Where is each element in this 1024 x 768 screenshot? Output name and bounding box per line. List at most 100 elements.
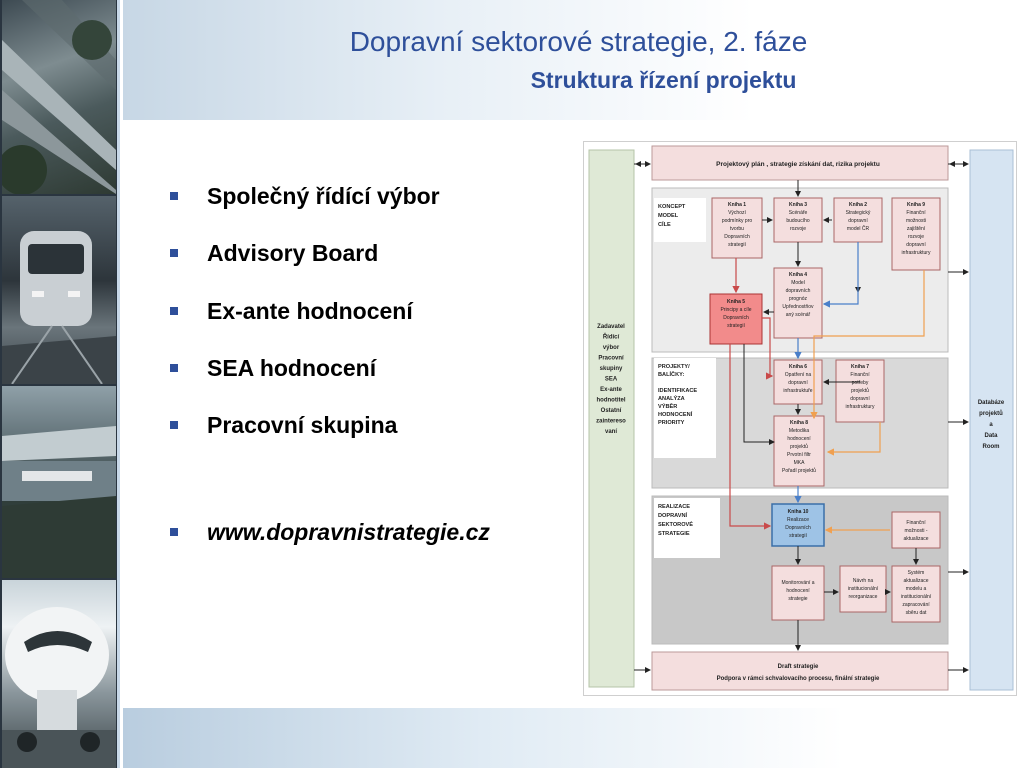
bullet-square-icon	[170, 249, 178, 257]
kniha-8-text: Prvotní filtr	[787, 452, 811, 458]
kniha-8-text: Metodika	[789, 428, 810, 434]
section-label-koncept: MODEL	[658, 213, 679, 219]
kniha-4-text: aný scénář	[786, 312, 811, 318]
kniha-3-text: rozvoje	[790, 226, 806, 232]
box-kniha-9	[891, 197, 941, 271]
project-structure-diagram: Projektový plán , strategie získání dat,…	[583, 141, 1017, 696]
database-label: Room	[983, 444, 1000, 450]
financni-text: možnosti -	[904, 528, 927, 534]
box-navrh-reorganizace	[839, 565, 887, 613]
photo-train	[2, 196, 116, 384]
system-text: sběru dat	[906, 610, 927, 616]
database-column	[969, 149, 1014, 691]
label-box-projekty	[654, 358, 716, 458]
header-band	[123, 0, 1024, 120]
bullet-text: Advisory Board	[207, 240, 379, 266]
label-box-realizace	[654, 498, 720, 558]
kniha-1-text: podmínky pro	[722, 218, 753, 224]
bullet-text: Společný řídící výbor	[207, 183, 440, 209]
bullet-text: Pracovní skupina	[207, 412, 398, 438]
kniha-6-text: dopravní	[788, 380, 808, 386]
kniha-7-text: Kniha 7	[851, 364, 869, 370]
stakeholder-label: hodnotitel	[597, 398, 626, 404]
box-kniha-10	[771, 503, 825, 547]
section-labels: KONCEPTMODELCÍLEPROJEKTY/BALÍČKY:IDENTIF…	[658, 204, 697, 537]
kniha-2-text: model ČR	[847, 225, 870, 232]
navrh-text: institucionální	[848, 586, 879, 592]
kniha-7-text: projektů	[851, 387, 869, 394]
kniha-9-text: Finanční	[906, 210, 926, 216]
database-label: Data	[984, 433, 998, 439]
kniha-7-text: infrastruktury	[846, 404, 875, 410]
kniha-5-text: strategií	[727, 323, 745, 329]
box-kniha-4	[773, 267, 823, 339]
system-text: modelu a	[906, 586, 927, 592]
bullet-list: Společný řídící výbor Advisory Board Ex-…	[170, 183, 490, 576]
box-kniha-3	[773, 197, 823, 243]
stakeholder-label: výbor	[603, 345, 620, 351]
kniha-8-text: hodnocení	[787, 436, 811, 442]
kniha-8-text: MKA	[794, 460, 806, 466]
database-label: a	[989, 422, 993, 428]
kniha-8-text: projektů	[790, 443, 808, 450]
monitorovani-text: Monitorování a	[781, 580, 814, 586]
website-link[interactable]: www.dopravnistrategie.cz	[207, 519, 490, 545]
kniha-3-text: Scénáře	[789, 210, 808, 216]
stakeholder-label: Ostatní	[601, 408, 622, 414]
bullet-item: Advisory Board	[170, 240, 490, 298]
kniha-7-text: potřeby	[852, 380, 869, 386]
draft-strategy-text: Draft strategie	[778, 664, 819, 670]
bullet-item-website[interactable]: www.dopravnistrategie.cz	[170, 519, 490, 576]
section-label-projekty: PRIORITY	[658, 420, 685, 426]
monitorovani-text: hodnocení	[786, 588, 810, 594]
photo-airplane	[2, 580, 116, 768]
system-text: aktualizace	[903, 578, 928, 584]
database-label: Databáze	[978, 400, 1005, 406]
slide-subtitle: Struktura řízení projektu	[530, 67, 797, 93]
bullet-text: Ex-ante hodnocení	[207, 298, 413, 324]
kniha-7-text: Finanční	[850, 372, 870, 378]
bullet-item: Pracovní skupina	[170, 412, 490, 469]
kniha-10-text: strategií	[789, 533, 807, 539]
box-kniha-5	[709, 293, 763, 345]
kniha-2-text: dopravní	[848, 218, 868, 224]
section-label-projekty: HODNOCENÍ	[658, 410, 693, 418]
section-label-realizace: SEKTOROVÉ	[658, 520, 693, 528]
box-monitorovani	[771, 565, 825, 621]
stakeholder-label: zaintereso	[596, 419, 626, 425]
navrh-text: reorganizace	[849, 594, 878, 600]
kniha-5-text: Kniha 5	[727, 299, 745, 305]
navrh-text: Návrh na	[853, 578, 874, 584]
kniha-7-text: dopravní	[850, 396, 870, 402]
stakeholder-label: Zadavatel	[597, 324, 625, 330]
bullet-square-icon	[170, 528, 178, 536]
box-financni-aktualizace	[891, 511, 941, 549]
box-kniha-8	[773, 415, 825, 487]
system-text: institucionální	[901, 594, 932, 600]
stakeholder-label: skupiny	[600, 366, 623, 372]
kniha-4-text: Model	[791, 280, 805, 286]
kniha-4-text: prognóz	[789, 296, 808, 302]
kniha-3-text: Kniha 3	[789, 202, 807, 208]
kniha-9-text: rozvoje	[908, 234, 924, 240]
section-label-realizace: STRATEGIE	[658, 531, 690, 537]
kniha-9-text: infrastruktury	[902, 250, 931, 256]
kniha-5-text: Dopravních	[723, 315, 749, 321]
stakeholder-label: SEA	[605, 377, 618, 383]
section-label-realizace: REALIZACE	[658, 504, 690, 510]
label-box-koncept	[654, 198, 706, 242]
monitorovani-text: strategie	[788, 596, 807, 602]
database-label: projektů	[979, 410, 1003, 417]
section-label-projekty: BALÍČKY:	[658, 370, 684, 378]
section-label-koncept: CÍLE	[658, 220, 671, 228]
kniha-6-text: infrastruktuře	[783, 388, 812, 394]
box-system-aktualizace	[891, 565, 941, 623]
kniha-9-text: dopravní	[906, 242, 926, 248]
stakeholder-label: Řídící	[603, 333, 620, 341]
kniha-9-text: Kniha 9	[907, 202, 925, 208]
kniha-4-text: Kniha 4	[789, 272, 807, 278]
kniha-5-text: Principy a cíle	[720, 307, 751, 313]
bullet-square-icon	[170, 421, 178, 429]
box-kniha-7	[835, 359, 885, 423]
kniha-1-text: Dopravních	[724, 234, 750, 240]
